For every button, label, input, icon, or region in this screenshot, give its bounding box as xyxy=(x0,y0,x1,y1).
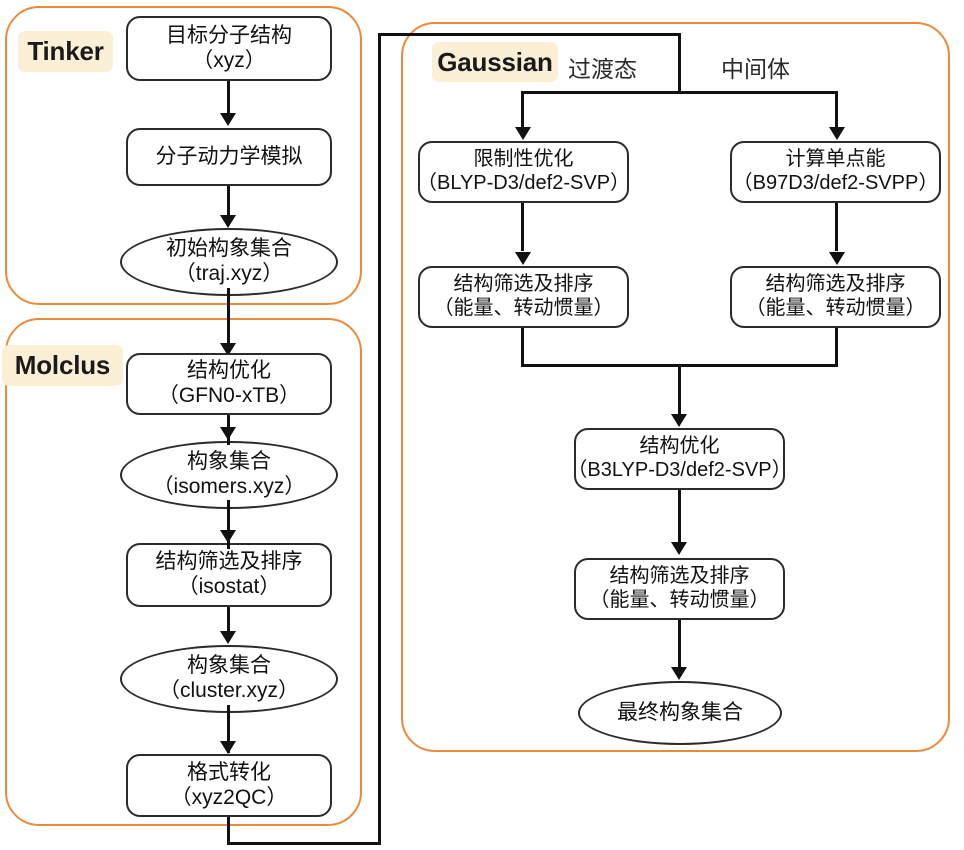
node-structure-opt-gfn0-line1: 结构优化 xyxy=(187,359,271,383)
arrowhead-right-branch xyxy=(829,127,845,140)
arrowhead-cluster-to-format xyxy=(220,741,236,754)
connector-spe-to-screen-int xyxy=(835,203,838,251)
node-initial-ensemble-line1: 初始构象集合 xyxy=(166,237,292,261)
node-screen-sort-ts[interactable]: 结构筛选及排序 （能量、转动惯量） xyxy=(418,266,629,328)
arrowhead-spe-to-screen-int xyxy=(829,252,845,265)
branch-label-intermediate: 中间体 xyxy=(721,56,790,82)
arrowhead-b3lyp-to-screen-final xyxy=(671,542,687,555)
node-constrained-opt-line2: （BLYP-D3/def2-SVP） xyxy=(416,172,631,194)
node-conformer-isomers-line1: 构象集合 xyxy=(187,450,271,474)
node-constrained-opt[interactable]: 限制性优化 （BLYP-D3/def2-SVP） xyxy=(416,141,631,203)
node-screen-sort-isostat-line1: 结构筛选及排序 xyxy=(155,550,303,574)
group-container-tinker xyxy=(5,6,362,305)
node-screen-sort-int[interactable]: 结构筛选及排序 （能量、转动惯量） xyxy=(730,266,941,328)
node-screen-sort-final-line2: （能量、转动惯量） xyxy=(589,589,770,611)
group-badge-molclus-label: Molclus xyxy=(14,350,111,380)
node-final-ensemble-line1: 最终构象集合 xyxy=(617,700,743,724)
return-path-bottom-segment xyxy=(227,842,381,845)
arrowhead-merge-to-b3lyp xyxy=(671,414,687,427)
branch-label-transition-state: 过渡态 xyxy=(568,56,637,82)
merge-left-vline xyxy=(521,328,524,367)
group-container-gaussian xyxy=(401,22,950,752)
node-structure-opt-b3lyp-line1: 结构优化 xyxy=(639,435,720,458)
return-path-up-segment xyxy=(378,33,381,845)
node-target-structure-line1: 目标分子结构 xyxy=(166,23,292,47)
connector-isomers-to-isostat xyxy=(227,500,230,549)
node-screen-sort-int-line2: （能量、转动惯量） xyxy=(745,297,926,319)
group-badge-molclus: Molclus xyxy=(2,345,123,386)
connector-initial-to-gfn0 xyxy=(227,288,230,348)
gaussian-split-hline xyxy=(521,91,838,94)
arrowhead-left-branch xyxy=(515,127,531,140)
node-initial-ensemble-line2: （traj.xyz） xyxy=(174,262,284,285)
node-conformer-cluster-line2: （cluster.xyz） xyxy=(158,679,300,702)
arrowhead-md-to-initial xyxy=(220,215,236,228)
connector-b3lyp-to-screen-final xyxy=(678,490,681,543)
node-format-convert-line2: （xyz2QC） xyxy=(170,785,288,809)
return-path-down-segment xyxy=(227,817,230,845)
arrowhead-target-to-md xyxy=(220,113,236,126)
node-screen-sort-final-line1: 结构筛选及排序 xyxy=(609,565,750,588)
node-final-ensemble[interactable]: 最终构象集合 xyxy=(578,681,782,745)
connector-md-to-initial xyxy=(227,186,230,218)
node-target-structure-line2: （xyz） xyxy=(192,48,266,72)
connector-cluster-to-format xyxy=(227,705,230,753)
node-single-point-energy[interactable]: 计算单点能 （B97D3/def2-SVPP） xyxy=(730,141,941,203)
node-conformer-cluster-line1: 构象集合 xyxy=(187,654,271,678)
arrowhead-screen-final-to-ensemble xyxy=(671,667,687,680)
node-format-convert[interactable]: 格式转化 （xyz2QC） xyxy=(126,754,332,817)
arrowhead-isostat-to-cluster xyxy=(220,631,236,644)
connector-screen-final-to-ensemble xyxy=(678,620,681,670)
gaussian-entry-vline xyxy=(678,33,681,93)
node-format-convert-line1: 格式转化 xyxy=(187,760,271,784)
merge-right-vline xyxy=(835,328,838,367)
gaussian-left-branch-vline xyxy=(521,91,524,133)
connector-target-to-md xyxy=(227,81,230,115)
merge-down-vline xyxy=(678,364,681,418)
node-initial-ensemble[interactable]: 初始构象集合 （traj.xyz） xyxy=(120,228,338,296)
connector-constrained-to-screen-ts xyxy=(521,203,524,251)
node-single-point-energy-line1: 计算单点能 xyxy=(785,148,886,171)
node-structure-opt-b3lyp[interactable]: 结构优化 （B3LYP-D3/def2-SVP） xyxy=(567,428,792,490)
node-structure-opt-gfn0-line2: （GFN0-xTB） xyxy=(157,384,301,407)
return-path-top-segment xyxy=(378,33,681,36)
group-badge-tinker: Tinker xyxy=(18,31,113,72)
arrowhead-gfn0-to-isomers xyxy=(220,427,236,440)
node-single-point-energy-line2: （B97D3/def2-SVPP） xyxy=(732,172,939,194)
arrowhead-constrained-to-screen-ts xyxy=(515,252,531,265)
connector-isostat-to-cluster xyxy=(227,607,230,639)
group-badge-tinker-label: Tinker xyxy=(27,36,104,66)
gaussian-right-branch-vline xyxy=(835,91,838,133)
arrowhead-initial-to-gfn0 xyxy=(220,343,236,356)
node-screen-sort-int-line1: 结构筛选及排序 xyxy=(765,273,906,296)
node-structure-opt-b3lyp-line2: （B3LYP-D3/def2-SVP） xyxy=(567,459,792,481)
node-conformer-isomers[interactable]: 构象集合 （isomers.xyz） xyxy=(120,441,338,509)
node-target-structure[interactable]: 目标分子结构 （xyz） xyxy=(126,16,332,81)
node-screen-sort-final[interactable]: 结构筛选及排序 （能量、转动惯量） xyxy=(574,558,785,620)
node-structure-opt-gfn0[interactable]: 结构优化 （GFN0-xTB） xyxy=(126,353,332,415)
group-container-molclus xyxy=(5,318,362,826)
node-screen-sort-ts-line1: 结构筛选及排序 xyxy=(453,273,594,296)
node-screen-sort-isostat-line2: （isostat） xyxy=(177,575,281,598)
node-constrained-opt-line1: 限制性优化 xyxy=(473,148,574,171)
node-conformer-cluster[interactable]: 构象集合 （cluster.xyz） xyxy=(120,645,338,713)
node-screen-sort-isostat[interactable]: 结构筛选及排序 （isostat） xyxy=(126,543,332,607)
group-badge-gaussian: Gaussian xyxy=(432,42,558,82)
node-md-simulation-line1: 分子动力学模拟 xyxy=(155,144,303,168)
node-screen-sort-ts-line2: （能量、转动惯量） xyxy=(433,297,614,319)
arrowhead-isomers-to-isostat xyxy=(220,530,236,543)
group-badge-gaussian-label: Gaussian xyxy=(437,46,553,77)
node-md-simulation[interactable]: 分子动力学模拟 xyxy=(126,128,332,186)
node-conformer-isomers-line2: （isomers.xyz） xyxy=(152,475,306,498)
